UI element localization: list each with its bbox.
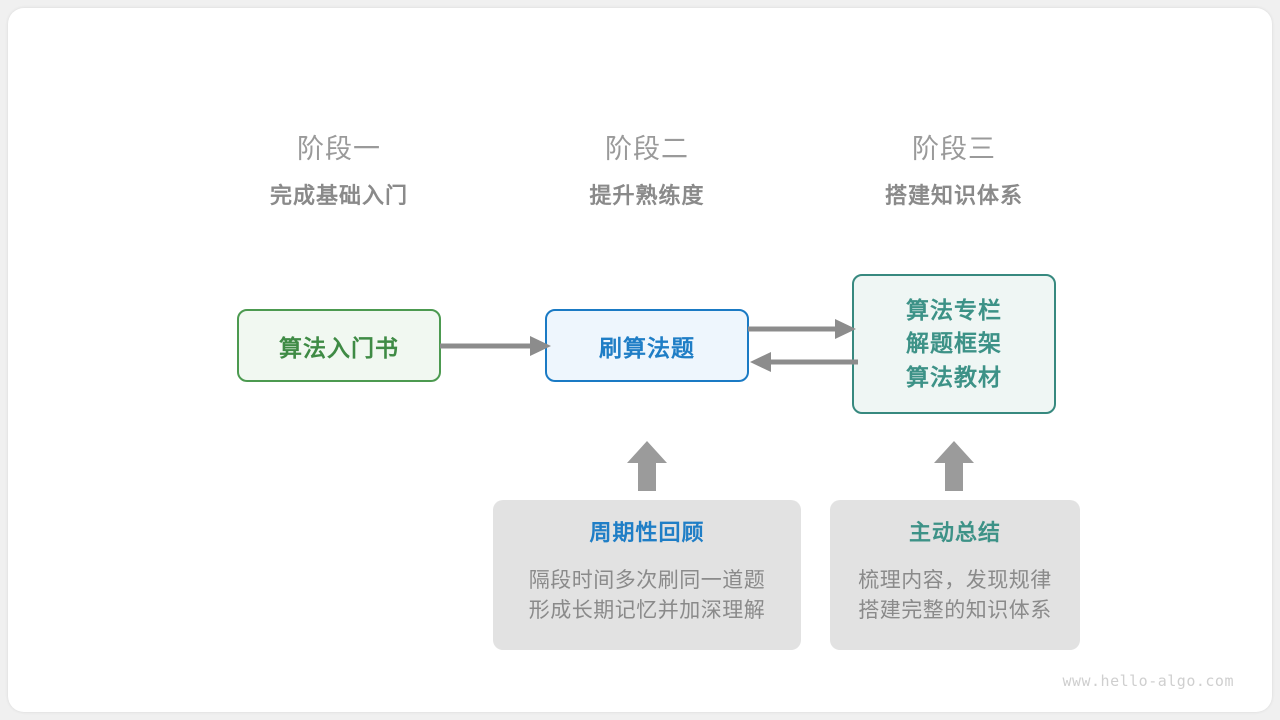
habit-body-line-1: 梳理内容，发现规律 — [858, 569, 1052, 592]
stage-goal: 完成基础入门 — [269, 183, 408, 208]
stage-header-3: 阶段三 搭建知识体系 — [804, 136, 1104, 207]
arrow-review-to-practice — [627, 441, 667, 491]
habit-card-active-summary: 主动总结 梳理内容，发现规律 搭建完整的知识体系 — [830, 500, 1080, 650]
habit-body: 隔段时间多次刷同一道题 形成长期记忆并加深理解 — [529, 566, 766, 627]
arrow-summary-to-resources — [934, 441, 974, 491]
node-label: 算法入门书 — [279, 334, 399, 361]
stage-goal: 提升熟练度 — [589, 183, 705, 208]
diagram-card: 阶段一 完成基础入门 阶段二 提升熟练度 阶段三 搭建知识体系 算法入门书 刷算… — [8, 8, 1272, 712]
stage-header-2: 阶段二 提升熟练度 — [497, 136, 797, 207]
habit-body-line-2: 形成长期记忆并加深理解 — [528, 599, 766, 623]
node-learning-resources: 算法专栏 解题框架 算法教材 — [852, 274, 1056, 414]
habit-title: 主动总结 — [908, 520, 1001, 545]
arrow-practice-to-resources — [748, 319, 856, 339]
node-label-line-1: 算法专栏 — [906, 296, 1002, 323]
stage-goal: 搭建知识体系 — [884, 183, 1023, 208]
node-intro-book: 算法入门书 — [237, 309, 441, 382]
stage-name: 阶段三 — [912, 134, 996, 164]
watermark: www.hello-algo.com — [1062, 672, 1234, 690]
habit-body: 梳理内容，发现规律 搭建完整的知识体系 — [858, 566, 1052, 627]
stage-name: 阶段一 — [297, 134, 381, 164]
node-label: 刷算法题 — [599, 334, 695, 361]
node-label-line-2: 解题框架 — [906, 330, 1002, 357]
habit-body-line-1: 隔段时间多次刷同一道题 — [528, 569, 766, 592]
stage-header-1: 阶段一 完成基础入门 — [189, 136, 489, 207]
habit-title: 周期性回顾 — [589, 520, 705, 545]
stage-name: 阶段二 — [605, 134, 689, 164]
habit-card-periodic-review: 周期性回顾 隔段时间多次刷同一道题 形成长期记忆并加深理解 — [493, 500, 801, 650]
arrow-resources-to-practice — [750, 352, 858, 372]
node-practice-problems: 刷算法题 — [545, 309, 749, 382]
arrow-book-to-practice — [440, 336, 551, 356]
habit-body-line-2: 搭建完整的知识体系 — [858, 599, 1052, 623]
node-label-line-3: 算法教材 — [906, 363, 1002, 390]
